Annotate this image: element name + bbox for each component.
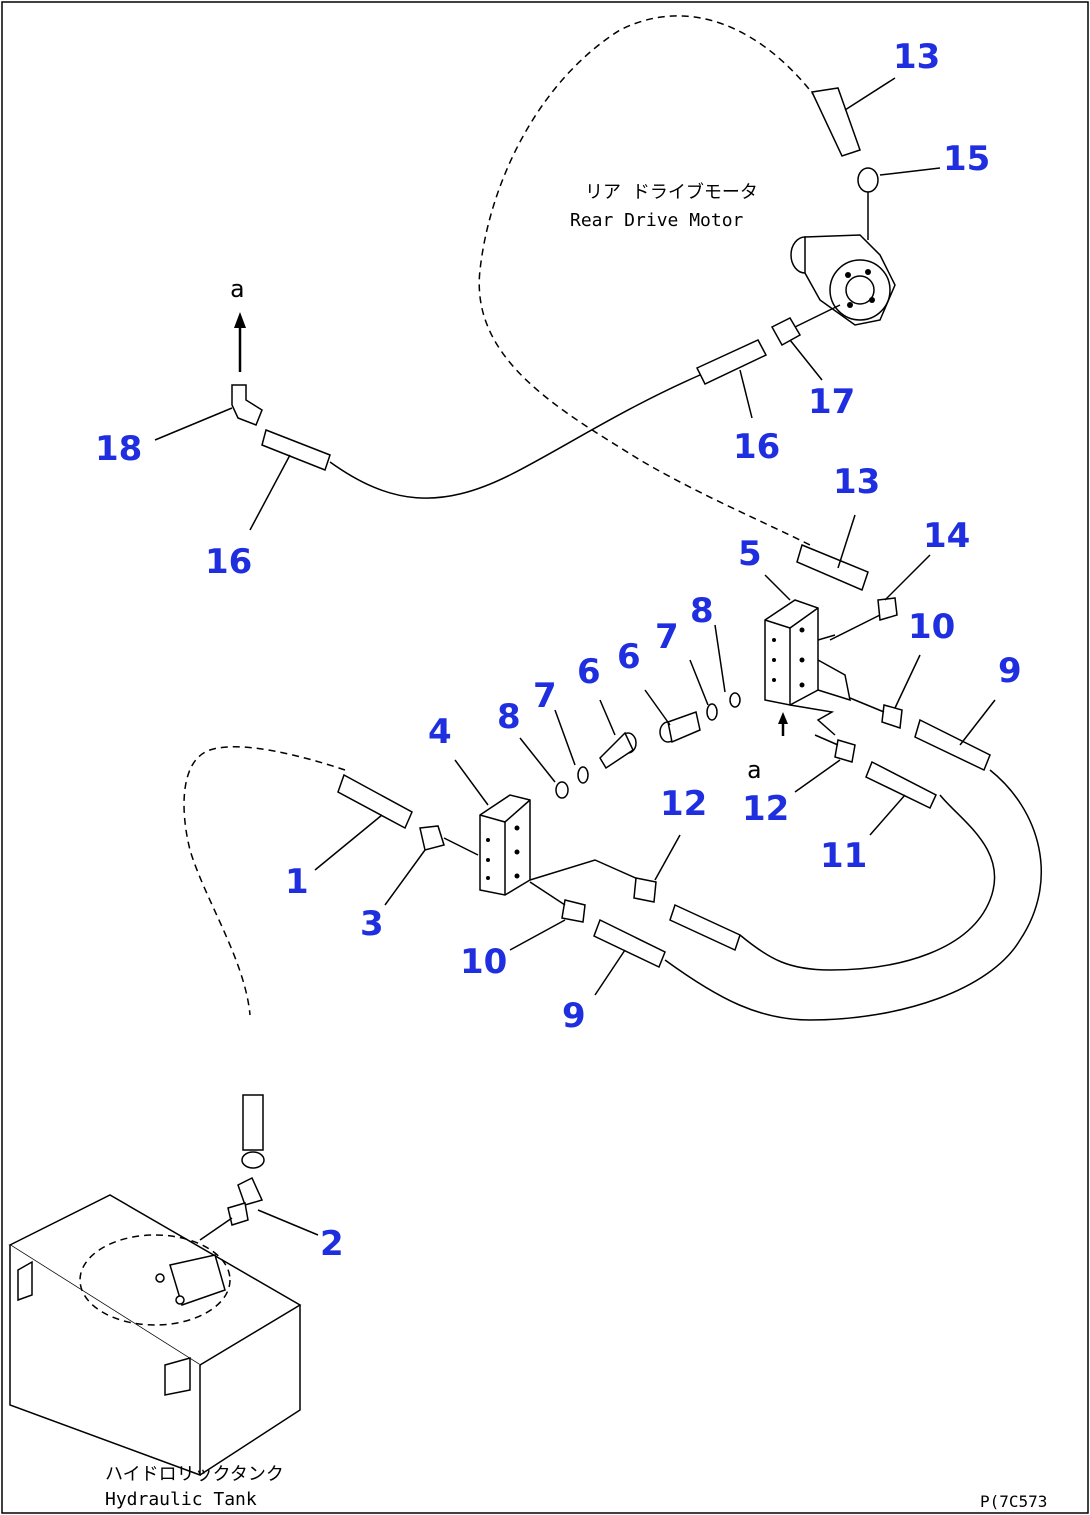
- hose-end-1: [337, 773, 413, 830]
- hose-end-16-left: [261, 428, 331, 471]
- fitting-3: [419, 825, 479, 856]
- callout-9-right: 9: [998, 651, 1022, 691]
- view-arrow-head-lower: [778, 712, 788, 724]
- washer-8-right: [729, 692, 741, 708]
- washer-7-right: [706, 703, 718, 721]
- fitting-14: [829, 597, 898, 641]
- callout-18: 18: [95, 429, 142, 469]
- callout-16-upper: 16: [733, 427, 780, 467]
- rear-motor-label-jp: リア ドライブモータ: [585, 181, 758, 203]
- hose-end-11: [865, 760, 937, 810]
- washer-8-left: [555, 781, 569, 799]
- hose-end-13-upper: [810, 87, 861, 157]
- view-arrow-head-upper: [234, 312, 246, 328]
- callout-9-left: 9: [562, 996, 586, 1036]
- callout-8-right: 8: [690, 591, 714, 631]
- callout-14: 14: [923, 516, 970, 556]
- callout-6-right: 6: [617, 637, 641, 677]
- elbow-18: [231, 384, 263, 426]
- hose-end-9-right: [914, 718, 991, 772]
- callout-4: 4: [428, 712, 452, 752]
- callout-7-right: 7: [655, 617, 679, 657]
- callout-13-lower: 13: [833, 462, 880, 502]
- hose-11-line: [739, 794, 996, 971]
- callout-13-upper: 13: [893, 37, 940, 77]
- callout-17: 17: [808, 382, 855, 422]
- callout-12-right: 12: [742, 789, 789, 829]
- callout-15: 15: [943, 139, 990, 179]
- view-marker-lower: a: [747, 756, 761, 784]
- fitting-17: [770, 304, 841, 347]
- callout-6-left: 6: [577, 652, 601, 692]
- part-code: P(7C573: [980, 1492, 1047, 1511]
- tank-elbow-2: [199, 1094, 265, 1241]
- hydraulic-tank: [8, 1194, 302, 1477]
- callout-10-left: 10: [460, 942, 507, 982]
- callout-8-left: 8: [497, 697, 521, 737]
- hose-end-9-left: [593, 918, 666, 969]
- callout-7-left: 7: [533, 676, 557, 716]
- callout-3: 3: [360, 904, 384, 944]
- fitting-10-left: [529, 881, 586, 923]
- callout-2: 2: [320, 1224, 344, 1264]
- hose-16-line: [329, 374, 701, 499]
- rear-motor-label-en: Rear Drive Motor: [570, 210, 744, 231]
- callout-10-right: 10: [908, 607, 955, 647]
- fitting-10-right: [849, 697, 903, 730]
- bolt-6-left: [599, 731, 637, 770]
- hose-13-line: [478, 15, 831, 546]
- view-marker-upper: a: [230, 275, 244, 303]
- callout-16-left: 16: [205, 542, 252, 582]
- fitting-12-right: [814, 734, 856, 763]
- tank-label-en: Hydraulic Tank: [105, 1489, 257, 1510]
- rear-drive-motor: [790, 200, 896, 326]
- hose-1-line: [183, 746, 346, 1016]
- hose-end-13-lower: [796, 543, 869, 592]
- hose-9-line: [664, 769, 1042, 1021]
- washer-7-left: [577, 766, 589, 784]
- fitting-15: [857, 167, 879, 200]
- hose-end-12-left: [669, 903, 741, 952]
- valve-block-5: [764, 599, 851, 736]
- callout-12-left: 12: [660, 784, 707, 824]
- valve-block-4: [479, 794, 641, 896]
- callout-5: 5: [738, 534, 762, 574]
- leader-lines: [154, 77, 996, 1236]
- hose-end-16-motor: [695, 339, 768, 385]
- bolt-6-right: [659, 711, 701, 744]
- callout-11: 11: [820, 836, 867, 876]
- tank-label-jp: ハイドロリックタンク: [105, 1464, 284, 1485]
- callout-1: 1: [285, 862, 309, 902]
- fitting-12-left: [633, 877, 657, 903]
